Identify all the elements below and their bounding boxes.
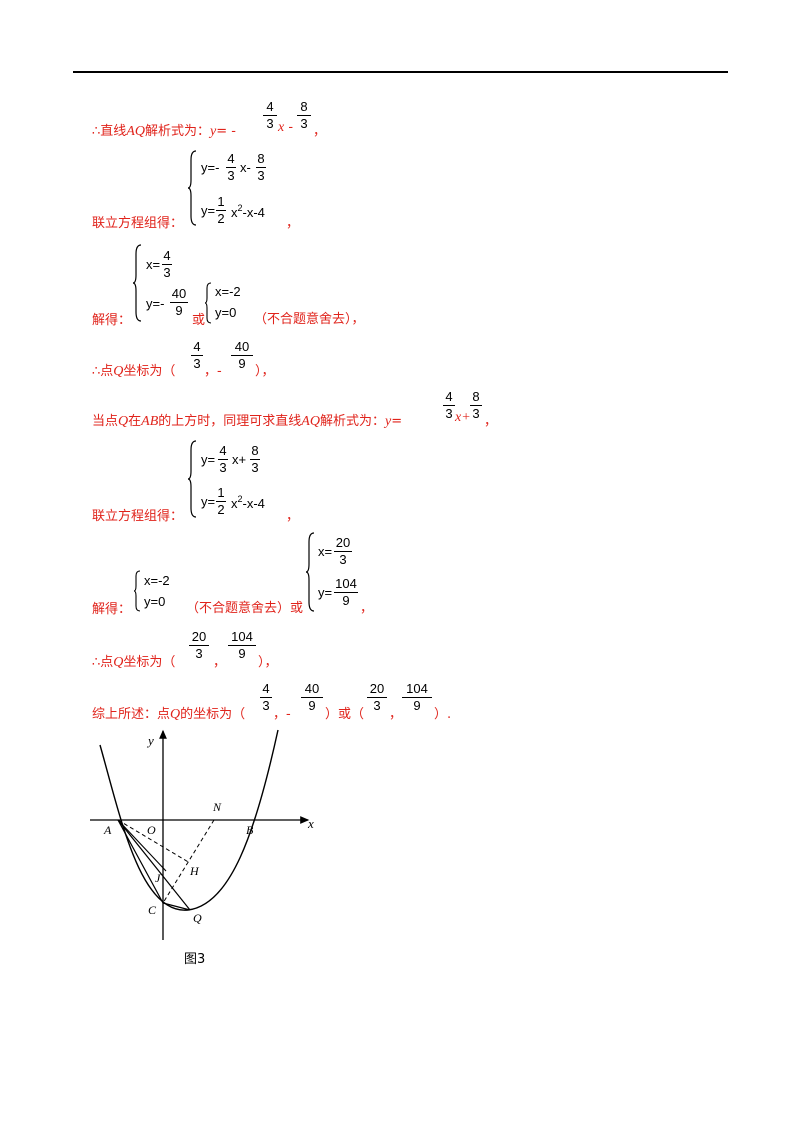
summary-text: 综上所述：点Q的坐标为（ [92,707,246,722]
sol1-x2: x=-2 [215,284,241,299]
sys1-label: 联立方程组得： [92,216,184,231]
sys2-row1-a: y= [201,452,216,467]
q2-text: ∴点Q坐标为（ [92,655,176,670]
sol2-y1: y=0 [144,594,166,609]
sol2-y-a: y= [318,585,333,600]
q2-sep: ， [213,655,227,670]
label-C: C [148,903,157,917]
parabola-figure: y x N A O B H J C Q [90,729,314,940]
sys1-end: ， [286,216,300,231]
sol1-brace [132,244,142,322]
q2-end: ）， [258,655,278,670]
label-O: O [147,823,156,837]
sys1-row1-a: y=- [201,160,220,175]
label-A: A [103,823,112,837]
sys1-row2-a: y= [201,203,216,218]
summary-mid: ）或（ [325,707,365,722]
sys1-row1-b: x- [240,160,251,175]
sol2-x-a: x= [318,544,333,559]
sys1-brace [187,150,197,226]
label-y: y [146,733,154,748]
sol2-x1: x=-2 [144,573,170,588]
sol2-brace2 [305,532,315,612]
sol1-brace2 [204,282,212,324]
sol2-label: 解得： [92,602,132,617]
sol1-or: 或 [192,313,206,328]
sol1-x-a: x= [146,257,161,272]
header-rule [73,71,728,73]
summary-sep2: ， [389,707,403,722]
label-N: N [212,800,222,814]
sys2-end: ， [286,509,300,524]
sys2-row1-b: x+ [232,452,247,467]
sol2-note: （不合题意舍去）或 [186,601,304,616]
sol1-note: （不合题意舍去）， [254,312,365,327]
sol2-brace1 [133,570,141,612]
sol1-y2: y=0 [215,305,237,320]
sys2-row2-rest: x2-x-4 [231,494,265,511]
segment-AC [117,819,164,904]
q1-text: ∴点Q坐标为（ [92,364,176,379]
sys1-row2-rest: x2-x-4 [231,203,265,220]
sol2-end: ， [360,601,374,616]
summary-sep: ，- [273,707,291,722]
label-Q: Q [193,911,202,925]
line2-end: ， [484,414,498,429]
line1-end: ， [313,124,327,139]
label-x: x [307,816,314,831]
q1-end: ）， [255,364,275,379]
sol1-label: 解得： [92,313,132,328]
summary-end: ）. [434,707,452,722]
line1-x: x - [278,120,294,135]
line2-text: 当点Q在AB的上方时，同理可求直线AQ解析式为：y= [92,414,403,429]
segment-AQ [117,819,191,911]
sys2-label: 联立方程组得： [92,509,184,524]
line1-text: ∴直线AQ解析式为：y= - [92,124,236,139]
segment-NC [162,819,215,904]
sol1-y-a: y=- [146,296,165,311]
label-J: J [155,871,161,885]
q1-sep: ，- [204,364,222,379]
figure-caption: 图3 [184,952,206,967]
segment-CQ [162,902,191,911]
label-H: H [189,864,200,878]
label-B: B [246,823,254,837]
sys2-row2-a: y= [201,494,216,509]
segment-AJ [117,819,167,872]
line2-x: x+ [455,410,471,425]
sys2-brace [187,440,197,518]
